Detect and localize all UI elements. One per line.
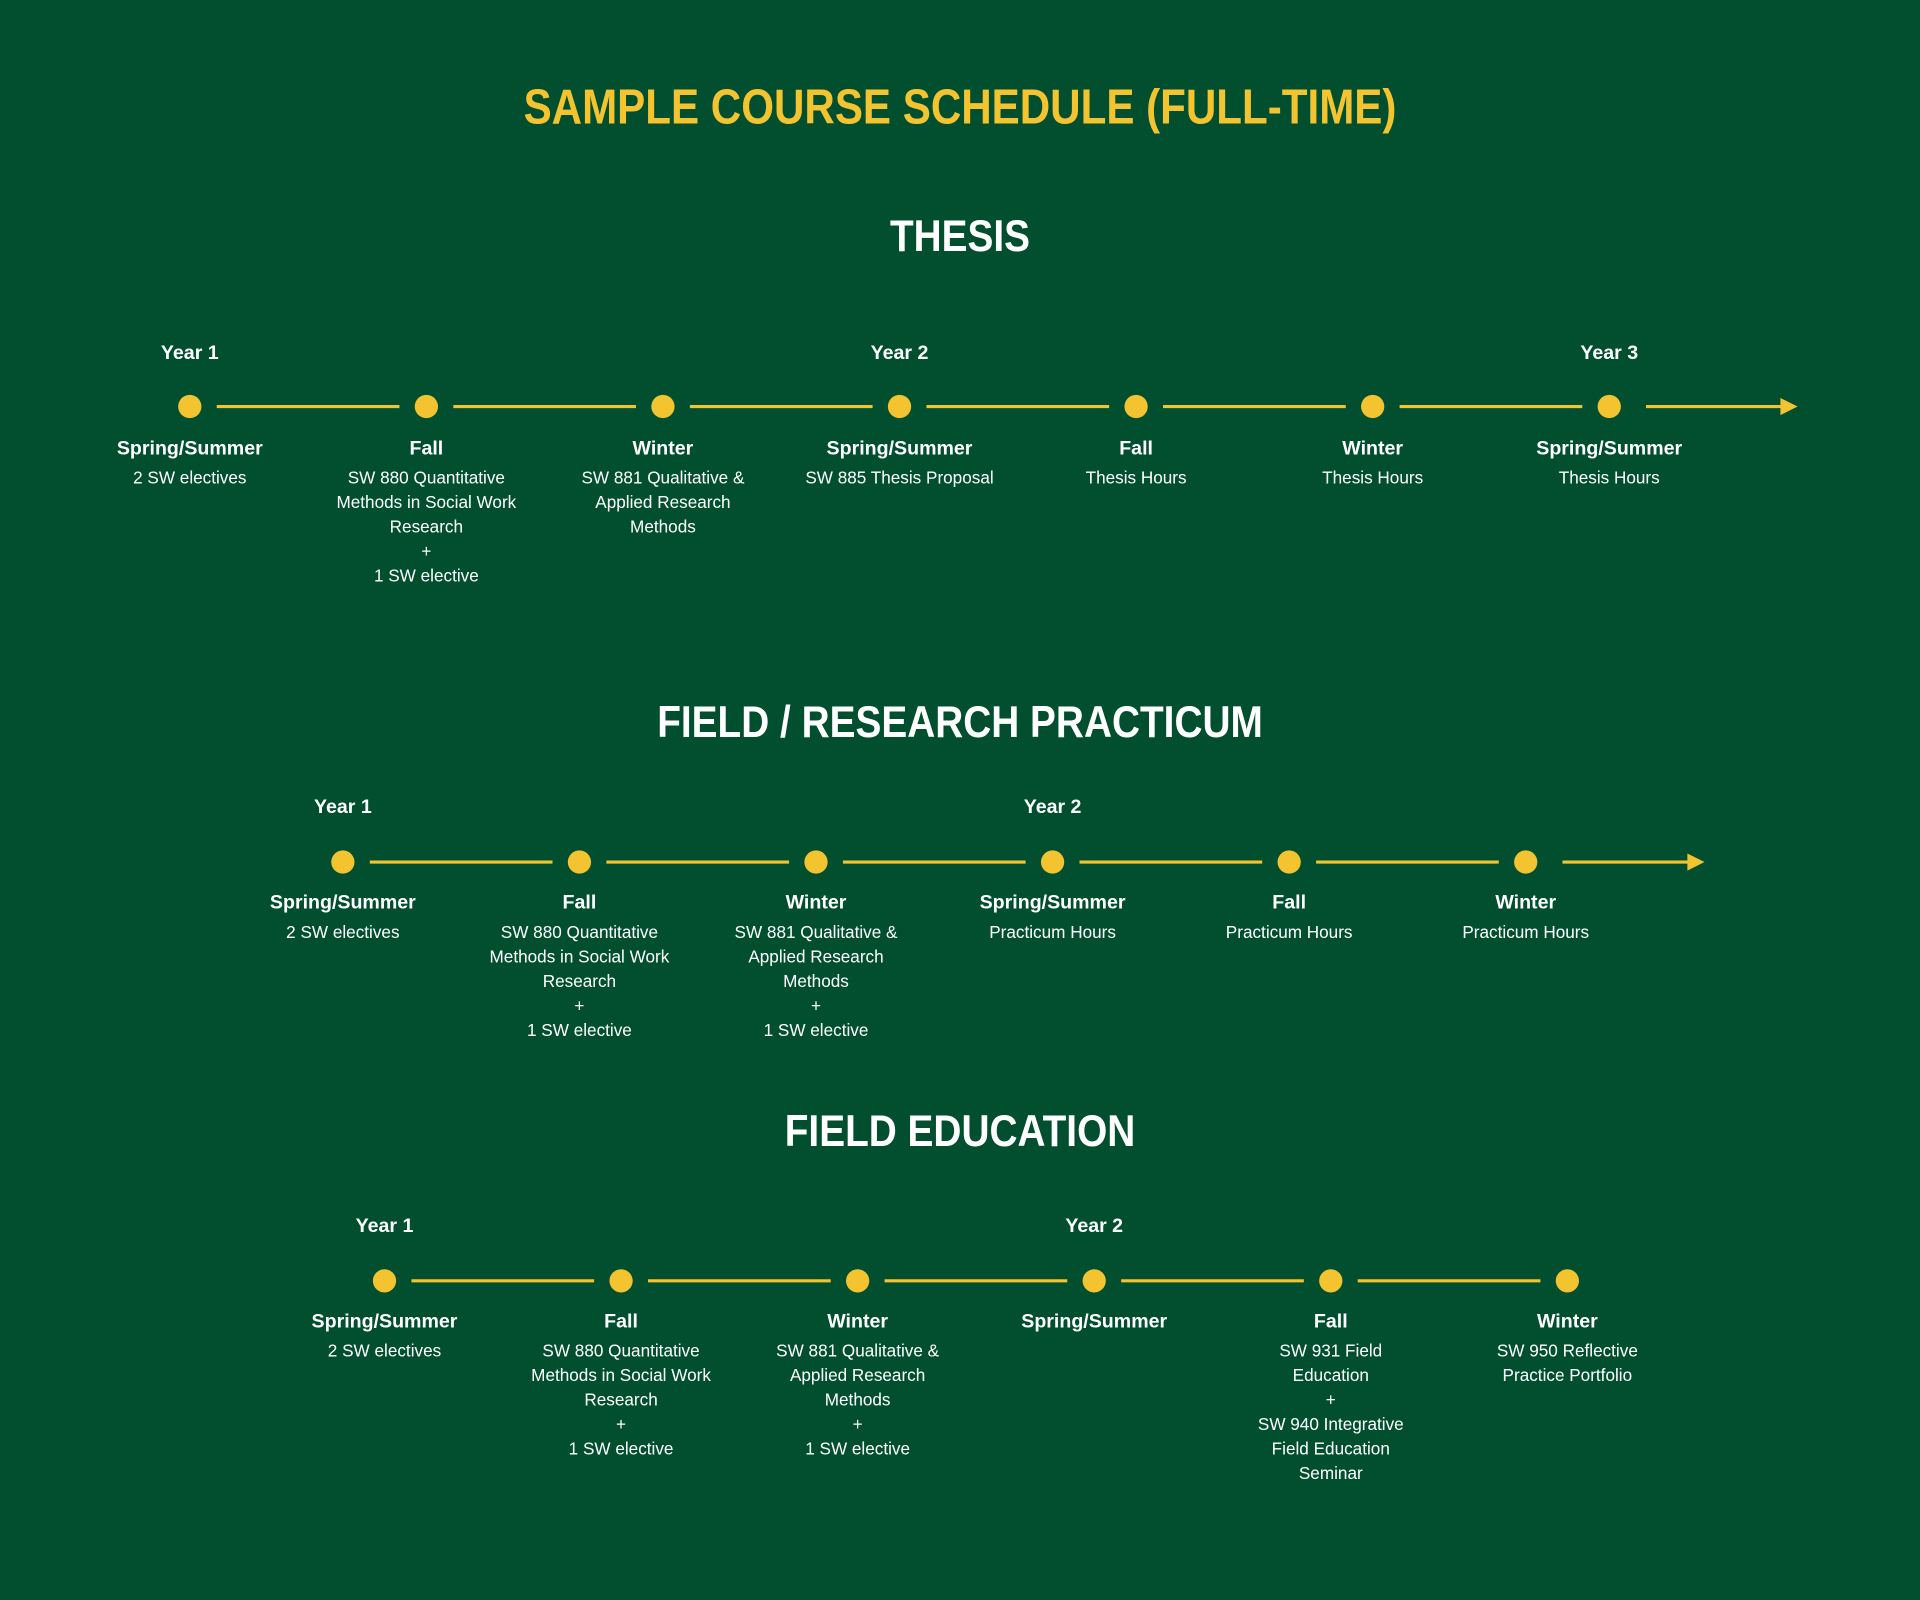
timeline-node	[178, 394, 202, 419]
term-name: Spring/Summer	[116, 438, 263, 460]
term-description: SW 880 Quantitative Methods in Social Wo…	[531, 1340, 711, 1459]
term-name: Winter	[785, 892, 847, 914]
term-name: Spring/Summer	[1021, 1311, 1168, 1333]
timeline-node	[331, 850, 355, 874]
year-label: Year 1	[160, 342, 219, 364]
term-block: Winter SW 950 Reflective Practice Portfol…	[1451, 1310, 1684, 1387]
term-block: Winter SW 881 Qualitative & Applied Resea…	[741, 1310, 974, 1461]
term-description: SW 950 Reflective Practice Portfolio	[1496, 1340, 1638, 1385]
term-description: Practicum Hours	[1225, 922, 1353, 942]
timeline-node	[1040, 850, 1065, 874]
term-description: 2 SW electives	[327, 1340, 442, 1361]
term-block: Fall SW 880 Quantitative Methods in Socia…	[505, 1310, 738, 1461]
term-description: SW 881 Qualitative & Applied Research Me…	[734, 922, 898, 1040]
term-block: Fall SW 931 Field Education + SW 940 Inte…	[1214, 1310, 1447, 1485]
term-description: Practicum Hours	[989, 922, 1116, 942]
term-name: Spring/Summer	[826, 438, 973, 460]
timeline-node	[414, 394, 439, 419]
term-block: Spring/Summer	[978, 1310, 1211, 1338]
term-block: Winter SW 881 Qualitative & Applied Resea…	[547, 437, 780, 539]
term-name: Fall	[562, 892, 597, 914]
term-name: Spring/Summer	[311, 1311, 458, 1333]
timeline-node	[1555, 1269, 1579, 1293]
term-description: SW 881 Qualitative & Applied Research Me…	[776, 1340, 940, 1459]
term-block: Spring/Summer 2 SW electives	[268, 1310, 501, 1363]
timeline-node	[609, 1269, 633, 1293]
term-name: Winter	[632, 438, 694, 460]
term-description: SW 880 Quantitative Methods in Social Wo…	[489, 922, 670, 1040]
timeline-node	[846, 1269, 870, 1293]
term-name: Fall	[1119, 438, 1153, 460]
timeline-node	[887, 394, 912, 419]
term-description: Practicum Hours	[1462, 922, 1590, 942]
term-name: Winter	[1536, 1311, 1598, 1333]
term-description: SW 881 Qualitative & Applied Research Me…	[581, 467, 745, 537]
timeline-node	[1361, 394, 1385, 419]
section-title-practicum: FIELD / RESEARCH PRACTICUM	[657, 696, 1263, 747]
term-description: Thesis Hours	[1085, 467, 1187, 488]
timeline-node	[1277, 850, 1301, 874]
term-description: 2 SW electives	[133, 467, 247, 488]
term-name: Fall	[1272, 892, 1307, 914]
term-block: Fall SW 880 Quantitative Methods in Socia…	[463, 891, 696, 1042]
term-description: Thesis Hours	[1558, 467, 1660, 488]
timeline-node	[1319, 1269, 1343, 1293]
timeline-node	[1082, 1269, 1106, 1293]
timeline-node	[567, 850, 592, 874]
year-label: Year 3	[1580, 342, 1639, 364]
year-label: Year 2	[870, 342, 929, 364]
timeline-node	[372, 1269, 397, 1293]
year-label: Year 1	[313, 797, 372, 818]
timeline-node	[1124, 394, 1148, 419]
arrowhead-icon	[1687, 853, 1705, 871]
timeline-node	[804, 850, 828, 874]
term-name: Fall	[409, 438, 444, 460]
term-name: Spring/Summer	[269, 892, 416, 914]
year-label: Year 2	[1065, 1215, 1124, 1237]
section-title-field-education: FIELD EDUCATION	[784, 1105, 1136, 1156]
term-name: Spring/Summer	[1536, 438, 1683, 460]
term-name: Winter	[1342, 438, 1404, 460]
year-label: Year 2	[1023, 797, 1082, 818]
term-description: SW 880 Quantitative Methods in Social Wo…	[336, 467, 517, 586]
term-name: Winter	[1495, 892, 1557, 914]
term-name: Fall	[604, 1311, 638, 1333]
timeline-node	[651, 394, 675, 419]
term-description: Thesis Hours	[1322, 467, 1424, 488]
page-title: SAMPLE COURSE SCHEDULE (FULL-TIME)	[523, 80, 1397, 135]
section-title-thesis: THESIS	[889, 210, 1031, 261]
arrowhead-icon	[1780, 397, 1798, 416]
term-block: Winter SW 881 Qualitative & Applied Resea…	[700, 891, 933, 1042]
term-description: 2 SW electives	[286, 922, 400, 942]
term-block: Spring/Summer SW 885 Thesis Proposal	[783, 437, 1016, 490]
term-name: Fall	[1313, 1311, 1348, 1333]
term-name: Spring/Summer	[979, 892, 1126, 914]
term-block: Spring/Summer 2 SW electives	[227, 891, 460, 944]
term-block: Spring/Summer 2 SW electives	[73, 437, 306, 490]
timeline-node	[1514, 850, 1538, 874]
term-description: SW 931 Field Education + SW 940 Integrat…	[1257, 1340, 1404, 1483]
term-block: Fall SW 880 Quantitative Methods in Socia…	[310, 437, 543, 588]
timeline-node	[1597, 394, 1621, 419]
term-name: Winter	[827, 1311, 889, 1333]
term-description: SW 885 Thesis Proposal	[805, 467, 994, 488]
year-label: Year 1	[355, 1215, 414, 1237]
